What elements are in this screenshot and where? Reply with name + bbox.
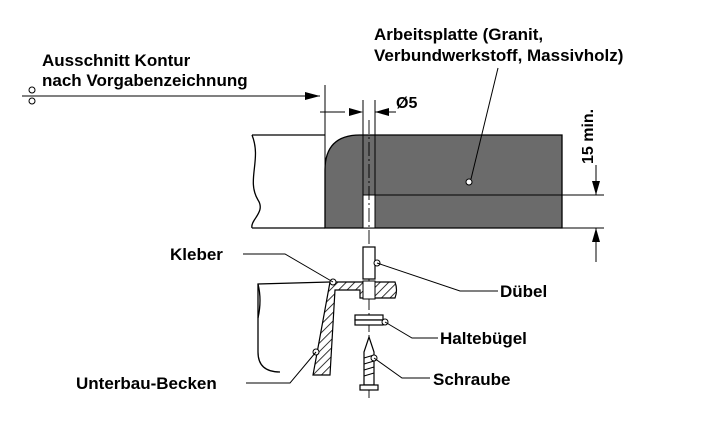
- sink-leader: [246, 351, 317, 384]
- bracket-leader: [384, 321, 438, 339]
- cutout-label-line2: nach Vorgabenzeichnung: [42, 71, 248, 90]
- countertop-leader: [470, 67, 499, 180]
- screw: [359, 335, 379, 391]
- dowel-label: Dübel: [500, 282, 547, 301]
- dowel-leader: [376, 262, 498, 292]
- countertop-pointer-dot: [465, 178, 473, 186]
- bracket: [354, 314, 384, 326]
- countertop-label-line2: Verbundwerkstoff, Massivholz): [374, 46, 623, 65]
- dowel: [362, 246, 376, 280]
- screw-label: Schraube: [433, 370, 510, 389]
- cutout-label-line1: Ausschnitt Kontur: [42, 51, 191, 70]
- sink-label: Unterbau-Becken: [76, 374, 217, 393]
- countertop-section: [324, 134, 563, 229]
- cutout-leader: [22, 85, 326, 170]
- diameter-label: Ø5: [396, 95, 417, 112]
- glue-leader: [243, 253, 334, 283]
- countertop-label-line1: Arbeitsplatte (Granit,: [374, 25, 543, 44]
- diameter-dimension: [320, 100, 396, 195]
- screw-leader: [373, 357, 430, 379]
- min-depth-label: 15 min.: [580, 109, 597, 164]
- countertop-outline: [251, 134, 325, 229]
- sink-section: [257, 281, 398, 376]
- bracket-label: Haltebügel: [440, 329, 527, 348]
- min-depth-dimension: [375, 165, 604, 262]
- glue-label: Kleber: [170, 245, 223, 264]
